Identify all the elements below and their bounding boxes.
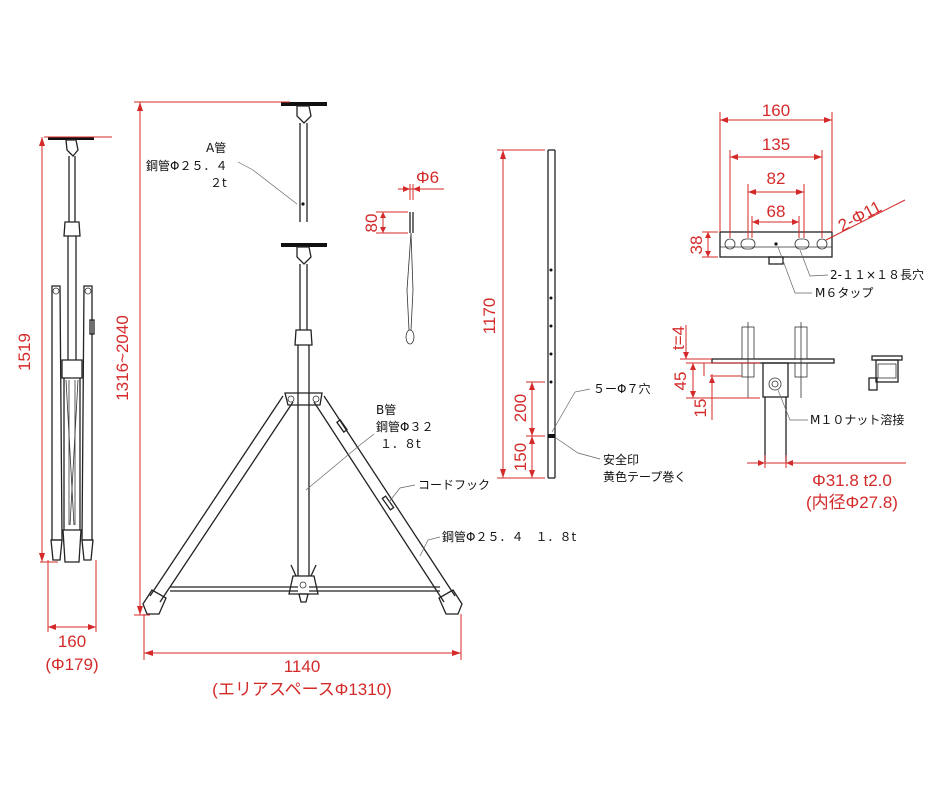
note-m10-nut: M１０ナット溶接: [810, 412, 904, 427]
label-150: 150: [511, 443, 530, 471]
label-plate-t4: t=4: [669, 326, 688, 350]
label-plate-135: 135: [762, 135, 790, 154]
note-b-pipe-spec2: １．８t: [380, 437, 421, 451]
label-1316-2040: 1316~2040: [113, 315, 132, 401]
label-plate-holes: 2-Φ11: [835, 197, 885, 236]
dim-height-range: 1316~2040: [113, 101, 290, 616]
note-safety-mark1: 安全印: [603, 452, 639, 467]
note-a-pipe-spec1: 鋼管Φ２５．４: [146, 158, 227, 173]
label-bracket-15: 15: [691, 399, 710, 418]
label-160-folded: 160: [58, 632, 86, 651]
label-200: 200: [511, 394, 530, 422]
pin-detail: Φ6 80: [362, 168, 444, 345]
note-holes: ５ーΦ７穴: [593, 381, 650, 396]
label-1170: 1170: [480, 298, 499, 335]
dim-height-folded: 1519: [15, 136, 112, 563]
note-b-pipe: B管: [376, 402, 396, 417]
label-pin-80: 80: [362, 214, 381, 233]
top-plate-detail: 160 135 82 68 38 2-Φ11 2-１１×１８長穴 M６タップ: [687, 101, 924, 300]
folded-stand: [48, 137, 95, 563]
note-cord-hook: コードフック: [418, 478, 490, 492]
dim-width-folded: 160 (Φ179): [45, 560, 99, 674]
note-leg-pipe: 鋼管Φ２５．４ １．８t: [442, 529, 576, 544]
label-dia-179: (Φ179): [45, 655, 98, 674]
label-bracket-45: 45: [671, 372, 690, 391]
label-plate-160: 160: [762, 101, 790, 120]
label-plate-38: 38: [687, 236, 706, 255]
note-a-pipe-spec2: ２t: [210, 176, 227, 190]
label-area-space: (エリアスペースΦ1310): [212, 680, 392, 699]
tube-detail: 1170 200 150 ５ーΦ７穴 安全印 黄色テープ巻く: [480, 149, 686, 484]
dim-span: 1140 (エリアスペースΦ1310): [143, 614, 462, 699]
note-b-pipe-spec1: 鋼管Φ３２: [376, 419, 433, 434]
tripod-notes: A管 鋼管Φ２５．４ ２t B管 鋼管Φ３２ １．８t コードフック 鋼管Φ２５…: [146, 140, 576, 557]
note-slot-holes: 2-１１×１８長穴: [830, 267, 924, 282]
note-a-pipe: A管: [206, 140, 226, 155]
label-plate-82: 82: [767, 169, 786, 188]
label-pin-dia: Φ6: [416, 168, 439, 187]
label-1140: 1140: [284, 657, 321, 676]
label-plate-68: 68: [767, 202, 786, 221]
tripod-upper-a-pipe: [281, 102, 327, 222]
label-1519: 1519: [15, 333, 34, 371]
bracket-detail: t=4 45 15 M１０ナット溶接 Φ31.8 t2.0 (内径Φ27.8): [669, 322, 906, 512]
tripod-lower: [142, 243, 463, 615]
label-bracket-inner: (内径Φ27.8): [806, 493, 898, 512]
note-safety-mark2: 黄色テープ巻く: [603, 470, 686, 484]
label-bracket-pipe: Φ31.8 t2.0: [812, 471, 892, 490]
note-m6-tap: M６タップ: [815, 286, 873, 300]
